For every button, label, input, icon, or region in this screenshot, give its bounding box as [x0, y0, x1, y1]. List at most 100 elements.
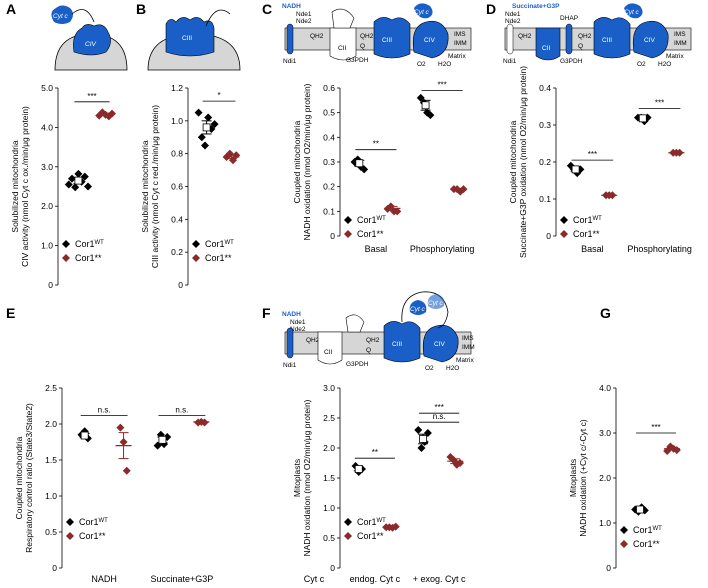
cytc-label-f1: Cyt c	[410, 306, 426, 313]
legend-label-mut: Cor1**	[75, 253, 102, 263]
significance-label: **	[373, 140, 379, 149]
legend-marker-mut	[344, 532, 352, 540]
legend-superscript-wt: WT	[225, 240, 235, 246]
significance-label: ***	[437, 80, 446, 89]
data-point	[74, 169, 83, 178]
y-tick-label: 0	[606, 563, 611, 573]
data-point	[423, 429, 432, 437]
y-axis-label: Coupled mitochondria	[14, 436, 24, 519]
category-label: Basal	[581, 244, 604, 254]
ndi1-label-f: Ndi1	[283, 362, 297, 369]
data-point	[426, 111, 435, 120]
ciii-label-f: CIII	[392, 341, 402, 348]
data-point	[360, 165, 369, 174]
y-axis-label: NADH oxidation (+Cyt c/-Cyt c)	[578, 419, 588, 537]
category-label: NADH	[91, 574, 117, 584]
mean-marker	[421, 101, 430, 110]
ims-label-d: IMS	[674, 31, 686, 38]
y-tick-label: 0	[48, 280, 53, 290]
data-point	[414, 426, 423, 434]
data-point	[201, 141, 209, 150]
qh2-label-f: QH2	[306, 337, 320, 344]
y-axis-label: Respiratory control ratio (State3/State2…	[24, 403, 34, 553]
ciii-icon-label: CIII	[182, 35, 192, 42]
nde2-label-d: Nde2	[505, 18, 521, 25]
nadh-label-c: NADH	[282, 3, 301, 10]
data-point	[194, 108, 203, 117]
y-axis-label: NADH oxidation (nmol O2/min/μg protein)	[302, 83, 312, 240]
panel-label-f: F	[262, 305, 271, 321]
legend-label-mut: Cor1**	[573, 229, 600, 239]
g3pdh-label-d: G3PDH	[560, 58, 583, 65]
category-label: Phosphorylating	[627, 244, 692, 254]
y-tick-label: 1.0	[171, 116, 183, 126]
y-tick-label: 1.0	[41, 241, 53, 251]
y-tick-label: 0.2	[323, 182, 335, 192]
data-point	[417, 444, 426, 452]
significance-label: ***	[651, 423, 660, 432]
mean-marker	[158, 435, 167, 444]
y-tick-label: 3.0	[41, 162, 53, 172]
legend-label-wt: Cor1WT	[633, 525, 662, 535]
data-point	[197, 133, 206, 142]
o2-label-c: O2	[417, 61, 426, 68]
qh2b-label-c: QH2	[360, 33, 374, 40]
y-tick-label: 5.0	[41, 83, 53, 93]
significance-label: ***	[87, 92, 96, 101]
y-tick-label: 2.0	[599, 473, 611, 483]
data-point	[122, 466, 131, 475]
y-axis-label: Mitoplasts	[568, 459, 578, 497]
y-tick-label: 0.5	[323, 533, 335, 543]
nadh-label-f: NADH	[282, 311, 301, 318]
category-label: endog. Cyt c	[350, 574, 401, 584]
data-point	[80, 172, 89, 181]
cytc-label-d: Cyt c	[624, 9, 640, 16]
legend-marker-wt	[560, 216, 568, 224]
y-tick-label: 0.5	[323, 108, 335, 118]
data-point	[84, 182, 92, 191]
y-tick-label: 4.0	[41, 122, 53, 132]
panel-label-c: C	[262, 1, 272, 17]
nadh-chain-schematic-c: NADH Nde1 Nde2 Ndi1 QH2 CII G3PDH QH2 Q …	[282, 3, 472, 68]
category-prefix: Cyt c	[304, 574, 325, 584]
panel-label-e: E	[6, 305, 15, 321]
civ-label-c: CIV	[424, 37, 436, 44]
legend-marker-wt	[62, 240, 70, 248]
ciii-membrane-diagram: CIII	[147, 9, 241, 71]
cytc-label-f2: Cyt c	[428, 300, 444, 307]
y-tick-label: 1.5	[323, 473, 335, 483]
dhap-label-d: DHAP	[560, 15, 578, 22]
significance-label: *	[217, 91, 220, 100]
legend-marker-mut	[192, 254, 200, 262]
nde1-label-f: Nde1	[290, 319, 306, 326]
legend-marker-mut	[560, 230, 568, 238]
category-label: Succinate+G3P	[150, 574, 213, 584]
mean-marker	[80, 431, 89, 440]
legend-label-wt: Cor1WT	[573, 215, 602, 225]
legend-marker-wt	[66, 518, 74, 526]
civ-label-d: CIV	[644, 37, 656, 44]
y-tick-label: 0	[330, 563, 335, 573]
ims-label-c: IMS	[454, 31, 466, 38]
cytc-icon-label: Cyt c	[53, 13, 69, 20]
legend-label-wt: Cor1WT	[205, 239, 234, 249]
mean-marker	[419, 435, 427, 443]
succinate-chain-schematic-d: Succinate+G3P Nde1 Nde2 Ndi1 QH2 CII DHA…	[503, 3, 692, 68]
y-tick-label: 0.3	[323, 157, 335, 167]
data-point	[116, 423, 125, 432]
ims-label-f: IMS	[462, 335, 474, 342]
mean-marker	[638, 114, 647, 123]
y-tick-label: 1.0	[599, 518, 611, 528]
y-tick-label: 4.0	[599, 383, 611, 393]
civ-label-f: CIV	[434, 341, 446, 348]
significance-label: ***	[655, 98, 664, 107]
y-tick-label: 0.4	[171, 214, 183, 224]
mean-marker	[74, 176, 83, 185]
legend-label-mut: Cor1**	[357, 531, 384, 541]
y-axis-label: Solubilized mitochondria	[10, 140, 20, 232]
